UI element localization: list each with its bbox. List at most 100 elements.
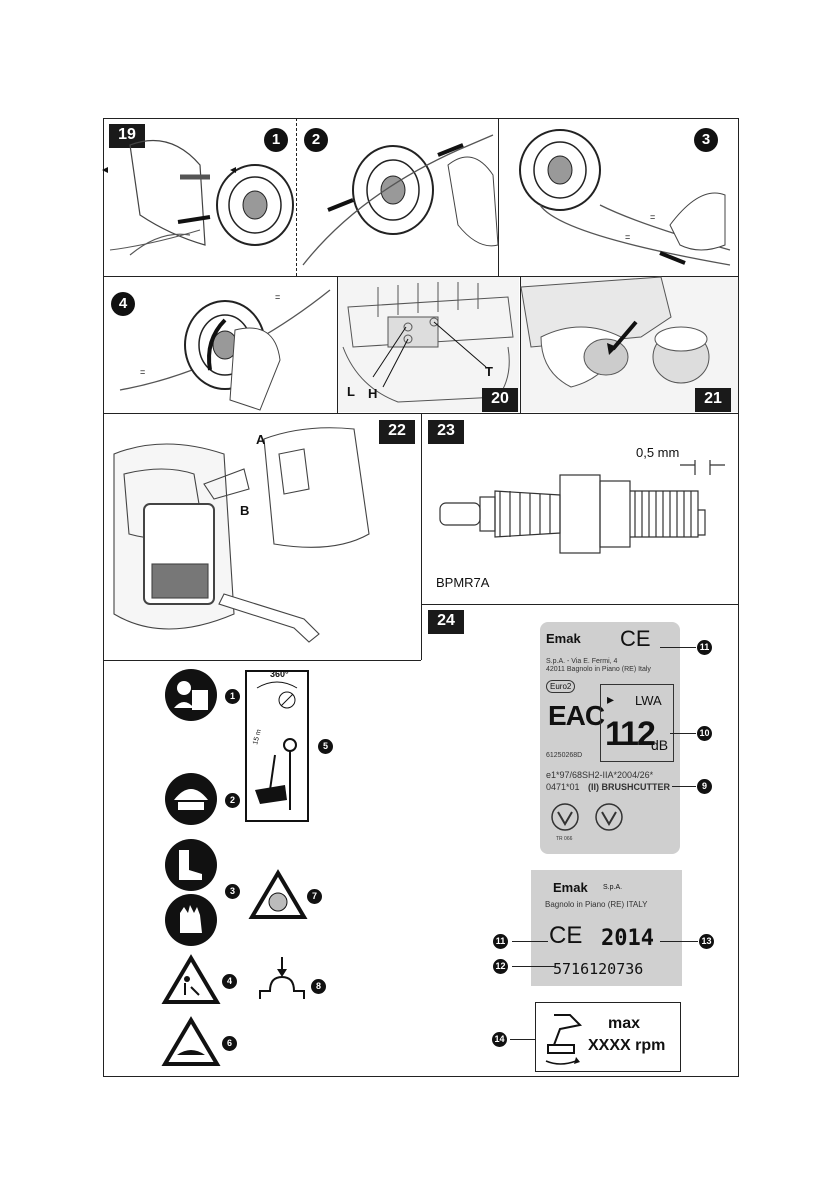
- svg-text:=: =: [650, 212, 655, 222]
- figure-19-tag: 19: [109, 124, 145, 148]
- fuel-cap-illustration: [520, 276, 738, 412]
- spark-plug-illustration: [439, 460, 725, 554]
- divider: [520, 276, 521, 413]
- tr-code: TR 066: [556, 836, 573, 842]
- company-form: S.p.A.: [603, 884, 623, 891]
- certification-mark-icon: [595, 803, 623, 831]
- step-1-marker: 1: [264, 128, 288, 152]
- serial-number: 5716120736: [553, 960, 644, 978]
- callout-line: [670, 733, 696, 734]
- trimmer-head-illustration-4: = =: [119, 289, 331, 411]
- euro-badge: Euro2: [546, 680, 576, 693]
- rpm-value: XXXX rpm: [588, 1037, 666, 1054]
- certification-mark-icon: [551, 803, 579, 831]
- figure-20-tag: 20: [482, 388, 518, 412]
- rotation-icon: [545, 1014, 583, 1065]
- lwa-label: LWA: [635, 693, 662, 708]
- ce-mark: CE: [620, 626, 651, 651]
- max-label: max: [608, 1015, 641, 1032]
- symbol-number-1: 1: [225, 689, 240, 704]
- callout-line: [510, 1039, 536, 1040]
- label-T: T: [485, 364, 493, 379]
- helmet-icon: [165, 773, 217, 825]
- db-unit: dB: [651, 737, 669, 753]
- plate-code: 61250268D: [546, 752, 583, 759]
- warning-bystanders-icon: [161, 954, 221, 1004]
- approval-line-1: e1*97/68SH2-IIA*2004/26*: [546, 770, 654, 780]
- plate2-place: Bagnolo in Piano (RE) ITALY: [545, 900, 648, 909]
- callout-12: 12: [493, 959, 508, 974]
- divider: [103, 276, 739, 277]
- production-year: 2014: [601, 926, 654, 951]
- plate-company: S.p.A. - Via E. Fermi, 4: [546, 658, 618, 665]
- symbol-number-7: 7: [307, 889, 322, 904]
- svg-text:15 m: 15 m: [252, 729, 263, 746]
- divider: [337, 276, 338, 413]
- trimmer-head-illustration-3: = =: [519, 129, 731, 266]
- brand-logo: Emak: [546, 631, 581, 646]
- symbol-number-2: 2: [225, 793, 240, 808]
- noise-box: ▸ LWA 112 dB: [600, 684, 674, 762]
- brand-logo: Emak: [553, 880, 588, 895]
- boots-icon: [165, 839, 217, 891]
- divider: [421, 413, 422, 660]
- spark-plug-model: BPMR7A: [436, 575, 490, 590]
- eac-mark: EAC: [548, 700, 605, 731]
- callout-9: 9: [697, 779, 712, 794]
- figure-21-tag: 21: [695, 388, 731, 412]
- symbol-number-6: 6: [222, 1036, 237, 1051]
- label-L: L: [347, 384, 355, 399]
- symbol-number-8: 8: [311, 979, 326, 994]
- choke-lever-icon: [259, 957, 305, 999]
- svg-text:=: =: [625, 232, 630, 242]
- warning-blade-icon: [248, 869, 308, 919]
- symbol-number-5: 5: [318, 739, 333, 754]
- callout-line: [660, 647, 696, 648]
- label-H: H: [368, 386, 378, 401]
- trimmer-head-illustration-2: [302, 134, 499, 266]
- callout-line: [512, 941, 548, 942]
- max-rpm-label: max XXXX rpm: [535, 1002, 681, 1072]
- noise-value: 112: [605, 715, 656, 753]
- svg-text:=: =: [275, 292, 280, 302]
- divider: [498, 118, 499, 276]
- safety-distance-icon: 15 m: [245, 670, 309, 822]
- callout-11: 11: [493, 934, 508, 949]
- serial-plate: Emak S.p.A. Bagnolo in Piano (RE) ITALY …: [531, 870, 682, 986]
- air-filter-illustration: [113, 427, 370, 643]
- step-3-marker: 3: [694, 128, 718, 152]
- product-class: (II) BRUSHCUTTER: [588, 782, 670, 792]
- trimmer-head-illustration-1: [102, 139, 294, 256]
- ce-mark: CE: [549, 922, 583, 949]
- symbol-number-4: 4: [222, 974, 237, 989]
- svg-text:=: =: [140, 367, 145, 377]
- divider: [103, 660, 421, 661]
- label-A: A: [256, 432, 266, 447]
- label-B: B: [240, 503, 250, 518]
- callout-13: 13: [699, 934, 714, 949]
- page-frame: [103, 118, 739, 1077]
- figure-22-tag: 22: [379, 420, 415, 444]
- divider-dashed: [103, 276, 298, 277]
- warning-hand-icon: [161, 1016, 221, 1066]
- callout-line: [660, 941, 698, 942]
- step-2-marker: 2: [304, 128, 328, 152]
- angle-label: 360°: [270, 669, 289, 679]
- step-4-marker: 4: [111, 292, 135, 316]
- callout-14: 14: [492, 1032, 507, 1047]
- callout-line: [512, 966, 556, 967]
- approval-line-2: 0471*01: [546, 782, 580, 792]
- read-manual-icon: [165, 669, 217, 721]
- speaker-icon: ▸: [607, 691, 615, 707]
- rating-plate: Emak CE S.p.A. - Via E. Fermi, 4 42011 B…: [540, 622, 680, 854]
- symbol-number-3: 3: [225, 884, 240, 899]
- divider-dashed: [296, 118, 297, 276]
- callout-line: [672, 786, 696, 787]
- spark-gap-label: 0,5 mm: [636, 445, 680, 460]
- plate-address: 42011 Bagnolo in Piano (RE) Italy: [546, 666, 651, 673]
- callout-11: 11: [697, 640, 712, 655]
- figure-23-tag: 23: [428, 420, 464, 444]
- callout-10: 10: [697, 726, 712, 741]
- gloves-icon: [165, 894, 217, 946]
- figure-24-tag: 24: [428, 610, 464, 634]
